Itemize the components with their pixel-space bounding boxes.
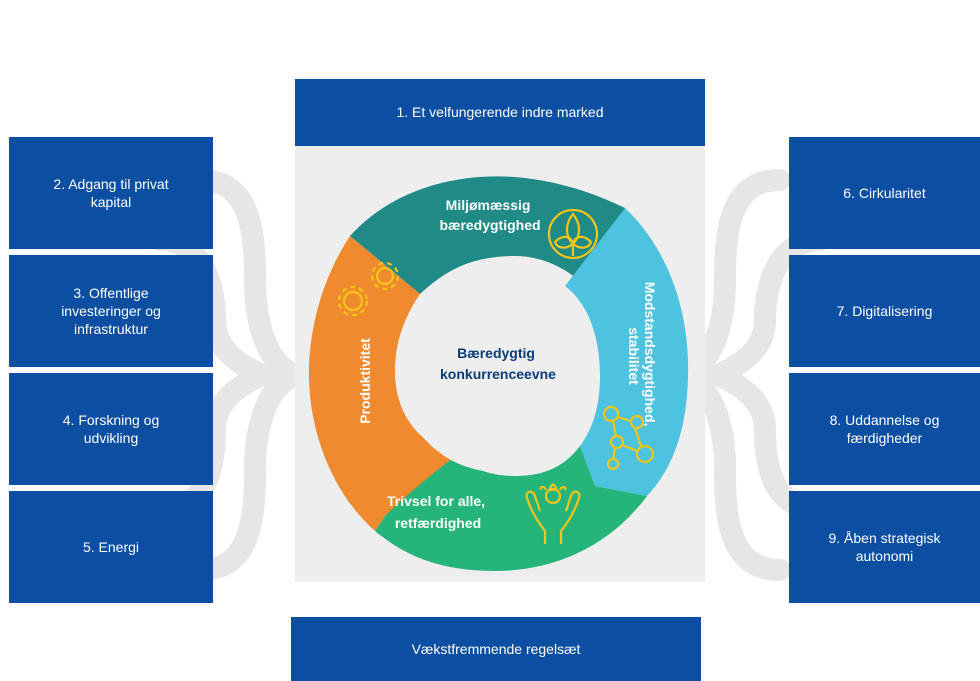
gears-icon bbox=[337, 261, 400, 317]
segment-label-modstand: Modstandsdygtighed, stabilitet bbox=[626, 282, 658, 431]
box-digitalisering: 7. Digitalisering bbox=[789, 255, 980, 367]
segment-label-miljoe: Miljømæssig bæredygtighed bbox=[439, 197, 540, 233]
segment-miljoe bbox=[350, 176, 625, 294]
leaf-ring-icon bbox=[547, 208, 599, 260]
segment-produktivitet bbox=[308, 236, 455, 531]
box-energi: 5. Energi bbox=[9, 491, 213, 603]
box-vaekstfremmende-regelsaet: Vækstfremmende regelsæt bbox=[291, 617, 701, 681]
segment-label-produktivitet: Produktivitet bbox=[357, 338, 373, 424]
box-cirkularitet: 6. Cirkularitet bbox=[789, 137, 980, 249]
segment-label-trivsel: Trivsel for alle, retfærdighed bbox=[387, 493, 489, 531]
segment-modstand bbox=[565, 208, 689, 496]
segment-trivsel bbox=[375, 446, 647, 571]
hands-flower-icon bbox=[525, 483, 581, 544]
network-nodes-icon bbox=[602, 405, 655, 471]
box-indre-marked: 1. Et velfungerende indre marked bbox=[295, 79, 705, 146]
center-label: Bæredygtig konkurrenceevne bbox=[440, 345, 556, 382]
sustainability-wheel: Bæredygtig konkurrenceevne Miljømæssig b… bbox=[308, 176, 689, 571]
center-circle bbox=[400, 276, 596, 472]
